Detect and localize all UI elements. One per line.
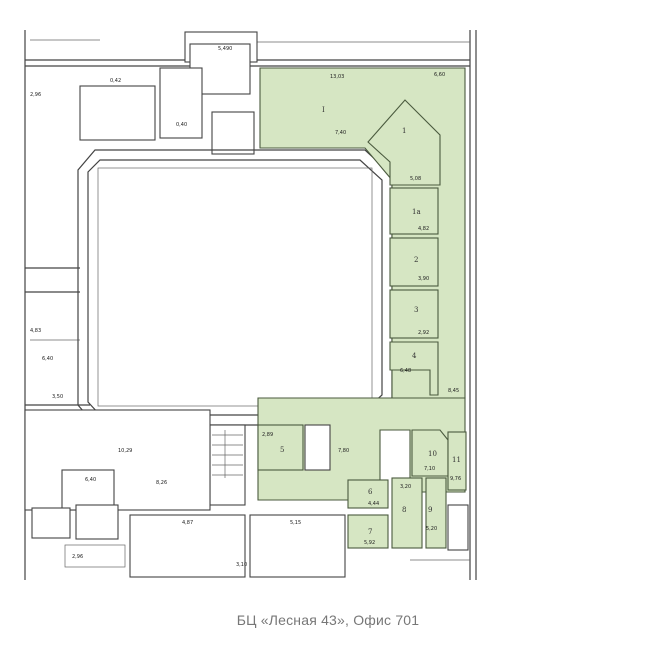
room-area-3: 2,92: [418, 330, 429, 336]
plan-caption: БЦ «Лесная 43», Офис 701: [236, 612, 420, 628]
dim-label: 8,45: [448, 388, 459, 394]
office-room-8: [391, 477, 423, 549]
lower-rooms: [24, 409, 470, 578]
room-label-I: I: [322, 106, 325, 114]
room-label-3: 3: [414, 306, 418, 314]
room-area-10: 7,10: [424, 466, 435, 472]
dim-label: 0,40: [176, 122, 187, 128]
dim-label: 10,29: [118, 448, 132, 454]
room-label-1a: 1a: [412, 208, 421, 216]
dim-label: 4,83: [30, 328, 41, 334]
room-label-8: 8: [402, 506, 406, 514]
room-label-1: 1: [402, 127, 406, 135]
dim-label: 2,96: [72, 554, 83, 560]
office-701: [257, 67, 467, 549]
office-room-9: [425, 477, 447, 549]
service-room: [304, 424, 331, 471]
room-3: [159, 67, 203, 139]
room-small-a: [61, 469, 115, 511]
room-label-5: 5: [280, 446, 284, 454]
room-5: [211, 111, 255, 155]
office-room-11: [447, 431, 467, 491]
room-area-6: 4,44: [368, 501, 379, 507]
room-2: [79, 85, 156, 141]
dim-label: 0,42: [110, 78, 121, 84]
office-room-2: [389, 237, 439, 287]
dim-label: 3,10: [236, 562, 247, 568]
office-room-1a: [389, 187, 439, 235]
room-area-I-b: 7,40: [335, 130, 346, 136]
room-area-1a: 4,82: [418, 226, 429, 232]
room-lower-left: [24, 409, 211, 511]
room-label-11: 11: [452, 456, 461, 464]
dimension-labels: 5,490 0,42 0,40 2,96 4,83 6,40 3,50 10,2…: [30, 46, 459, 568]
dim-label: 7,80: [338, 448, 349, 454]
room-area-11: 9,76: [450, 476, 461, 482]
room-label-7: 7: [368, 528, 372, 536]
building-walls: [24, 30, 477, 580]
floor-plan: I 13,03 7,40 1 5,08 1a 4,82 2 3,90 3 2,9…: [24, 30, 477, 580]
office-room-4: [389, 341, 439, 396]
room-bottom-2: [249, 514, 346, 578]
dim-label: 4,87: [182, 520, 193, 526]
room-label-10: 10: [428, 450, 437, 458]
room-label-2: 2: [414, 256, 418, 264]
room-small-c: [75, 504, 119, 540]
office-room-3: [389, 289, 439, 339]
dim-label: 3,50: [52, 394, 63, 400]
dim-label: 5,490: [218, 46, 232, 52]
room-area-9: 5,20: [426, 526, 437, 532]
room-area-5: 2,89: [262, 432, 273, 438]
room-label-9: 9: [428, 506, 432, 514]
staircase: [209, 424, 246, 506]
room-area-1: 5,08: [410, 176, 421, 182]
atrium: [77, 149, 393, 426]
dim-label: 8,26: [156, 480, 167, 486]
dim-label: 6,40: [85, 477, 96, 483]
room-label-6: 6: [368, 488, 373, 496]
room-area-I: 13,03: [330, 74, 344, 80]
dim-label: 2,96: [30, 92, 41, 98]
room-area-4: 6,48: [400, 368, 411, 374]
office-room-6: [347, 479, 389, 509]
wc-block: [447, 504, 469, 551]
dim-label: 6,60: [434, 72, 445, 78]
room-labels: I 13,03 7,40 1 5,08 1a 4,82 2 3,90 3 2,9…: [262, 74, 461, 546]
room-small-b: [31, 507, 71, 539]
room-label-4: 4: [412, 352, 417, 360]
office-room-7: [347, 514, 389, 549]
office-room-5: [257, 424, 304, 471]
room-area-2: 3,90: [418, 276, 429, 282]
office-room-1: [367, 99, 441, 186]
room-area-7: 5,92: [364, 540, 375, 546]
room-area-8: 3,20: [400, 484, 411, 490]
dim-label: 6,40: [42, 356, 53, 362]
room-bottom-1: [129, 514, 246, 578]
dim-label: 5,15: [290, 520, 301, 526]
